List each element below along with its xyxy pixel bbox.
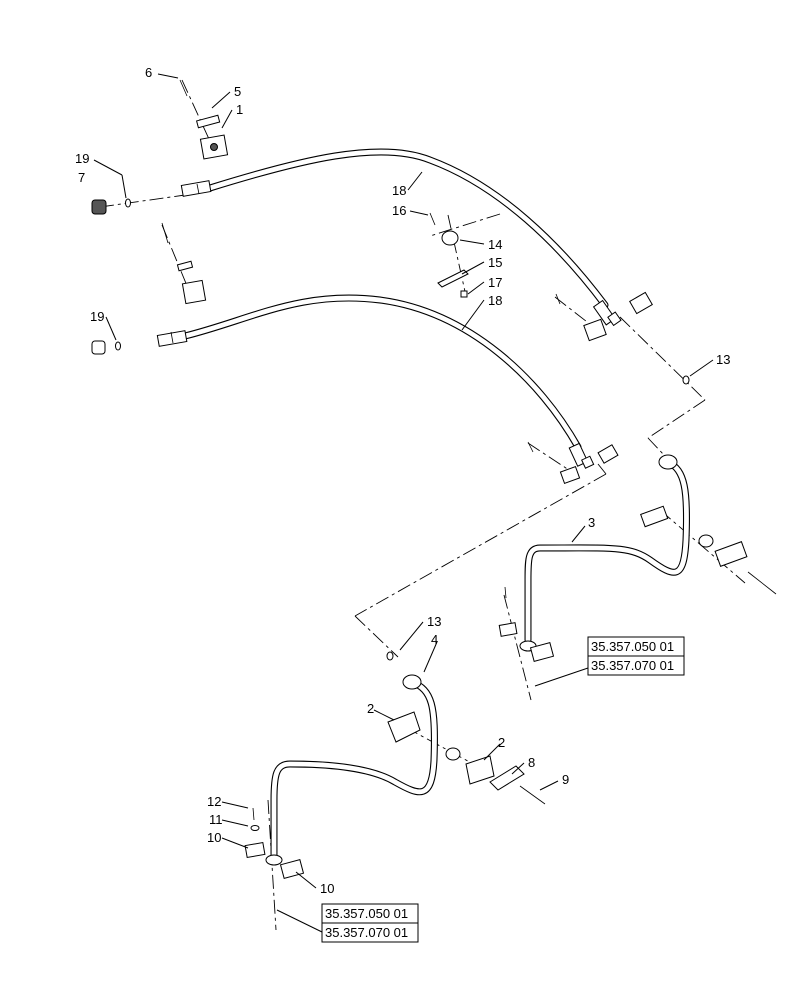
callout-11: 11	[209, 812, 223, 827]
callout-7: 7	[78, 170, 85, 185]
callout-13-left: 13	[427, 614, 441, 629]
callout-17: 17	[488, 275, 502, 290]
callout-10-left: 10	[207, 830, 221, 845]
callout-19-mid: 19	[90, 309, 104, 324]
reference-link-050-right[interactable]: 35.357.050 01	[591, 639, 674, 654]
callout-10-right: 10	[320, 881, 334, 896]
callout-9: 9	[562, 772, 569, 787]
hydraulic-tube-lower	[265, 674, 438, 866]
hardware-parts	[91, 79, 777, 879]
reference-link-050-bottom[interactable]: 35.357.050 01	[325, 906, 408, 921]
callout-19-top: 19	[75, 151, 89, 166]
reference-box-right[interactable]: 35.357.050 01 35.357.070 01	[587, 636, 685, 676]
hydraulic-hose-lower	[156, 294, 595, 469]
callout-16: 16	[392, 203, 406, 218]
callout-labels: 6 5 1 19 7 18 16 14 15 17 18 19 13 3 13 …	[75, 65, 730, 896]
callout-12: 12	[207, 794, 221, 809]
callout-14: 14	[488, 237, 502, 252]
callout-8: 8	[528, 755, 535, 770]
callout-18-mid: 18	[488, 293, 502, 308]
callout-2-left: 2	[367, 701, 374, 716]
reference-link-070-bottom[interactable]: 35.357.070 01	[325, 925, 408, 940]
callout-5: 5	[234, 84, 241, 99]
leader-lines	[93, 73, 714, 933]
reference-link-070-right[interactable]: 35.357.070 01	[591, 658, 674, 673]
callout-6: 6	[145, 65, 152, 80]
hydraulic-tube-upper	[519, 454, 691, 652]
callout-18-top: 18	[392, 183, 406, 198]
callout-13-right: 13	[716, 352, 730, 367]
callout-2-right: 2	[498, 735, 505, 750]
callout-1: 1	[236, 102, 243, 117]
hydraulic-hose-upper	[180, 148, 622, 327]
centerlines	[99, 79, 746, 931]
reference-box-bottom[interactable]: 35.357.050 01 35.357.070 01	[321, 903, 419, 943]
callout-3: 3	[588, 515, 595, 530]
callout-15: 15	[488, 255, 502, 270]
callout-4: 4	[431, 632, 438, 647]
